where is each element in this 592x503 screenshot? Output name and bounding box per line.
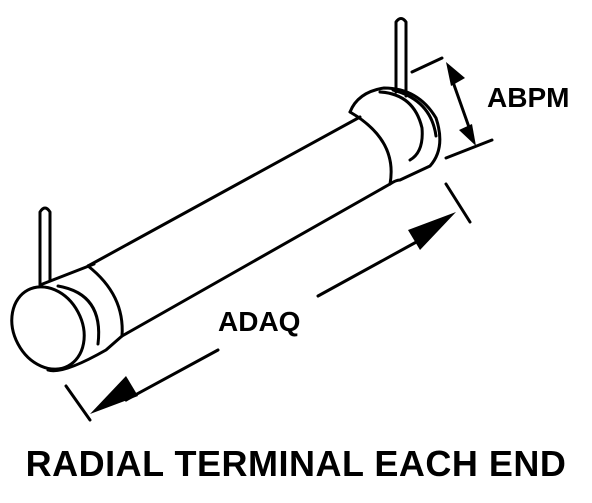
fuse-body [86,115,392,338]
right-cap-outer [348,86,442,186]
diameter-arrow-bottom [459,124,476,146]
right-terminal-pin [394,17,408,98]
diameter-extension-top [410,56,444,74]
length-label: ADAQ [218,306,301,337]
left-end-cap [10,262,124,373]
diameter-dimension [410,56,494,160]
figure-caption: RADIAL TERMINAL EACH END [25,443,567,484]
length-dimension-line-lower [124,348,220,402]
right-cap-inner-edge [348,110,393,186]
left-cap-bottom [46,334,124,373]
left-terminal [38,206,52,286]
right-cap-rim-face [391,88,438,138]
right-end-cap [348,86,442,186]
right-terminal [394,17,408,98]
length-arrow-right [408,212,456,250]
diameter-label: ABPM [487,82,570,113]
diameter-arrow-top [446,62,465,86]
length-dimension [64,182,472,422]
right-cap-rim [378,90,424,162]
length-extension-left [64,384,92,422]
length-extension-right [444,182,472,224]
body-bottom-edge [120,182,392,338]
left-cap-seam [38,262,96,287]
body-left-seam [86,264,124,338]
length-dimension-line-upper [316,238,422,298]
body-top-edge [86,115,362,268]
diameter-dimension-line [451,80,472,132]
length-arrow-left [90,376,138,414]
diameter-extension-bottom [444,138,494,160]
left-cap-face [10,285,86,371]
left-terminal-pin [38,206,52,286]
left-cap-shoulder [56,284,101,346]
